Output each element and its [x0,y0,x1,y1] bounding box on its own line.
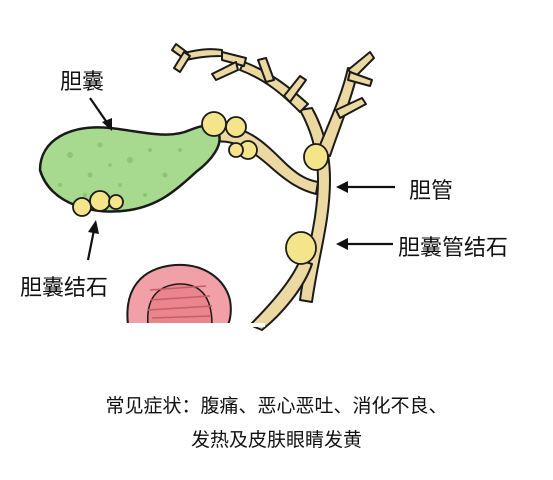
gallbladder-stone-label: 胆囊结石 [20,276,109,301]
gallbladder-label: 胆囊 [60,70,105,95]
bile-duct-label: 胆管 [409,179,454,204]
symptoms-caption-line1: 常见症状：腹痛、恶心恶吐、消化不良、 [105,395,448,417]
pointer-arrows [86,97,395,261]
gallbladder-stones [72,190,124,217]
bile-duct-stone-label: 胆囊管结石 [398,236,509,261]
gallbladder [38,124,221,213]
symptoms-caption-line2: 发热及皮肤眼睛发黄 [190,429,362,451]
cystic-duct-stones [201,111,258,160]
intestine [100,263,265,327]
bile-duct-stones [285,143,329,265]
bile-duct-tree [171,43,375,331]
